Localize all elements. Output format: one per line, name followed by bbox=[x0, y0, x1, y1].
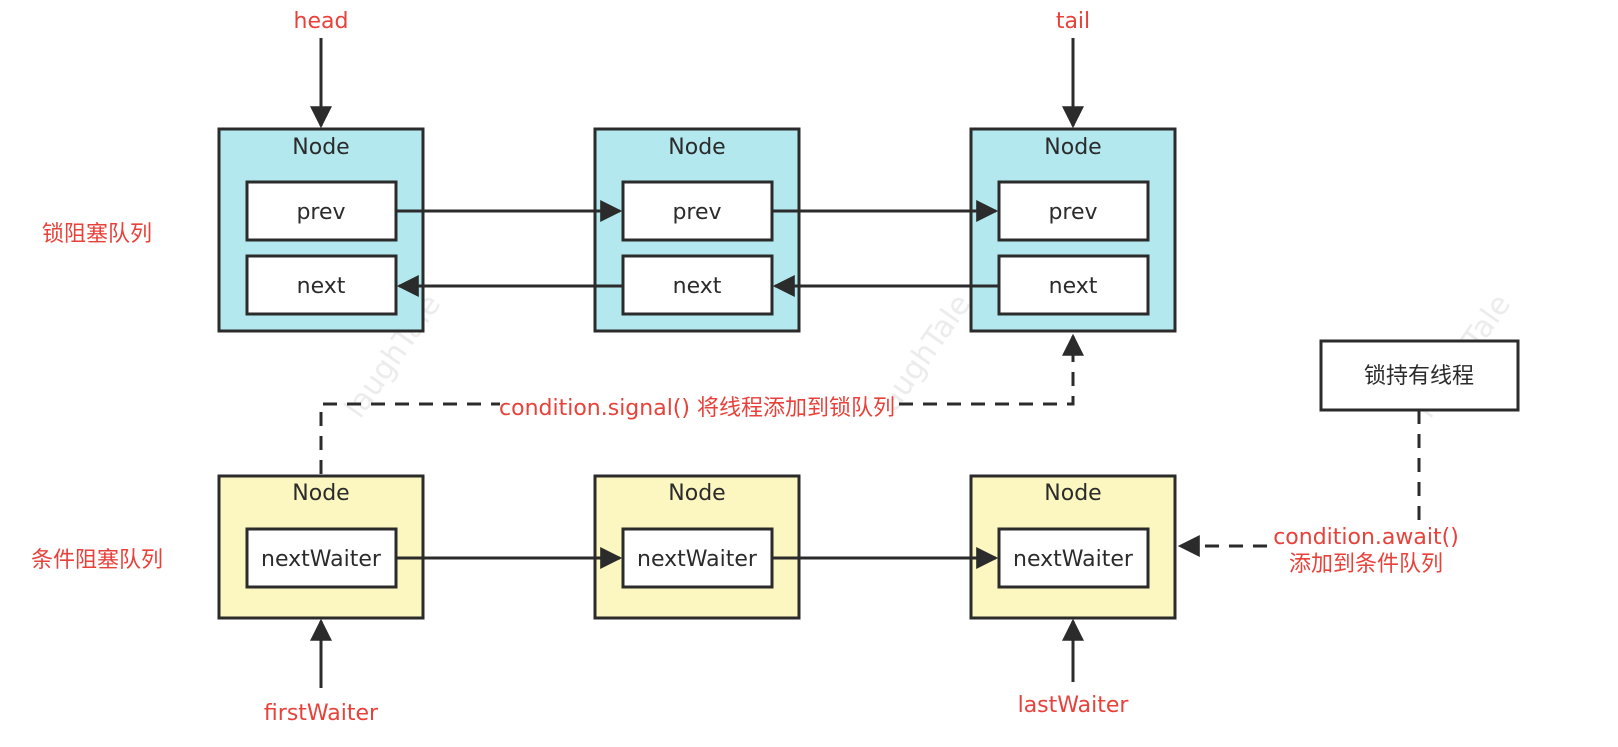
cond-node-3-field bbox=[997, 527, 1150, 589]
cond-node-2-title: Node bbox=[668, 481, 725, 506]
lock-node-3-title: Node bbox=[1044, 135, 1101, 160]
await-arrow bbox=[1177, 410, 1421, 557]
lock-node-1-title: Node bbox=[292, 135, 349, 160]
lock-node-2: Node prev next bbox=[593, 127, 801, 333]
await-label-line1: condition.await() bbox=[1273, 525, 1459, 550]
first-waiter-label: firstWaiter bbox=[264, 701, 379, 726]
lock-node-2-next-label: next bbox=[673, 274, 722, 299]
lock-holder-label: 锁持有线程 bbox=[1364, 364, 1474, 389]
cond-node-2-field-label: nextWaiter bbox=[637, 547, 758, 572]
cond-node-2-field bbox=[621, 527, 774, 589]
await-label-line2: 添加到条件队列 bbox=[1289, 552, 1443, 577]
lock-queue-label: 锁阻塞队列 bbox=[42, 222, 152, 247]
lock-node-1-next-label: next bbox=[297, 274, 346, 299]
cond-node-3-field-label: nextWaiter bbox=[1013, 547, 1134, 572]
lock-node-2-prev-label: prev bbox=[672, 200, 721, 225]
await-label-bg bbox=[1272, 522, 1468, 578]
cond-node-1: Node nextWaiter bbox=[217, 474, 425, 620]
signal-label-bg bbox=[500, 392, 892, 418]
cond-node-3: Node nextWaiter bbox=[969, 474, 1177, 620]
lock-node-3-prev-field bbox=[997, 180, 1150, 242]
cond-node-1-title: Node bbox=[292, 481, 349, 506]
tail-label: tail bbox=[1056, 9, 1090, 34]
cond-node-2: Node nextWaiter bbox=[593, 474, 801, 620]
lock-node-2-next-field bbox=[621, 254, 774, 316]
lock-node-1: Node prev next bbox=[217, 127, 425, 333]
cond-node-3-title: Node bbox=[1044, 481, 1101, 506]
head-label: head bbox=[294, 9, 349, 34]
lock-node-3-next-field bbox=[997, 254, 1150, 316]
lock-node-3: Node prev next bbox=[969, 127, 1177, 333]
lock-holder-box bbox=[1319, 339, 1520, 412]
lock-node-1-prev-label: prev bbox=[296, 200, 345, 225]
lock-node-3-prev-label: prev bbox=[1048, 200, 1097, 225]
lock-node-2-title: Node bbox=[668, 135, 725, 160]
lock-node-1-prev-field bbox=[245, 180, 398, 242]
lock-node-3-next-label: next bbox=[1049, 274, 1098, 299]
lock-node-1-next-field bbox=[245, 254, 398, 316]
last-waiter-label: lastWaiter bbox=[1018, 693, 1130, 718]
cond-node-1-field-label: nextWaiter bbox=[261, 547, 382, 572]
lock-node-2-prev-field bbox=[621, 180, 774, 242]
cond-queue-label: 条件阻塞队列 bbox=[31, 548, 163, 573]
signal-label: condition.signal() 将线程添加到锁队列 bbox=[499, 396, 895, 421]
